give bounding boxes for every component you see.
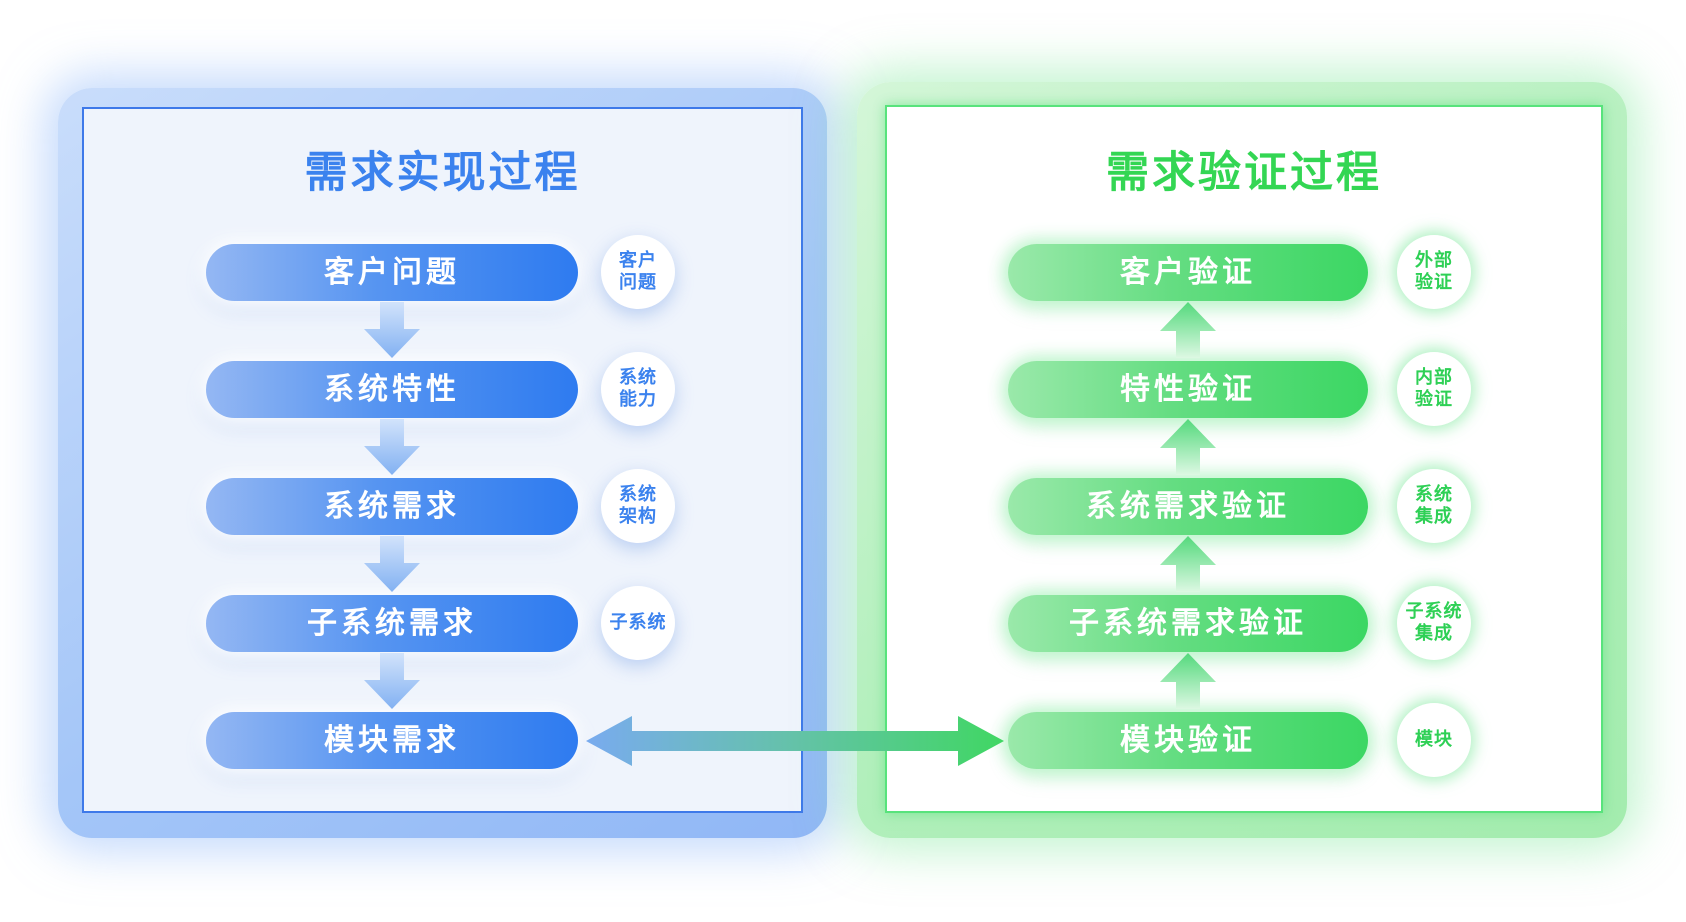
down-arrow-icon (364, 302, 420, 358)
step-pill-customer-verification: 客户验证 (1008, 244, 1368, 301)
badge-line: 问题 (619, 272, 657, 292)
down-arrow-icon (364, 419, 420, 475)
implementation-panel (82, 107, 803, 813)
up-arrow-icon (1160, 536, 1216, 592)
step-label: 客户问题 (324, 255, 460, 289)
badge-line: 模块 (1415, 729, 1453, 750)
artifact-badge-external-verification: 外部 验证 (1397, 235, 1471, 309)
step-label: 子系统需求验证 (1069, 606, 1307, 640)
step-pill-system-feature: 系统特性 (206, 361, 578, 418)
badge-line: 架构 (619, 506, 657, 526)
badge-line: 系统 (619, 484, 657, 505)
step-label: 模块验证 (1120, 723, 1256, 757)
step-label: 客户验证 (1120, 255, 1256, 289)
down-arrow-icon (364, 536, 420, 592)
artifact-badge-module: 模块 (1397, 703, 1471, 777)
step-pill-subsystem-requirement-verification: 子系统需求验证 (1008, 595, 1368, 652)
badge-line: 集成 (1415, 506, 1453, 526)
step-label: 系统需求 (324, 489, 460, 523)
badge-line: 集成 (1415, 623, 1453, 643)
badge-line: 客户 (619, 250, 657, 271)
step-pill-module-verification: 模块验证 (1008, 712, 1368, 769)
step-label: 模块需求 (324, 723, 460, 757)
verification-panel (885, 105, 1603, 813)
step-pill-system-requirement: 系统需求 (206, 478, 578, 535)
step-pill-feature-verification: 特性验证 (1008, 361, 1368, 418)
step-label: 特性验证 (1120, 372, 1256, 406)
artifact-badge-system-architecture: 系统 架构 (601, 469, 675, 543)
step-label: 子系统需求 (307, 606, 477, 640)
badge-line: 系统 (619, 367, 657, 388)
up-arrow-icon (1160, 419, 1216, 475)
up-arrow-icon (1160, 302, 1216, 358)
bidirectional-link-arrow-icon (586, 716, 1004, 766)
step-pill-module-requirement: 模块需求 (206, 712, 578, 769)
artifact-badge-subsystem-integration: 子系统 集成 (1397, 586, 1471, 660)
badge-line: 子系统 (609, 612, 667, 633)
step-label: 系统需求验证 (1086, 489, 1290, 523)
badge-line: 外部 (1415, 250, 1453, 271)
badge-line: 验证 (1415, 389, 1453, 409)
badge-line: 子系统 (1405, 601, 1463, 622)
step-pill-customer-problem: 客户问题 (206, 244, 578, 301)
artifact-badge-system-capability: 系统 能力 (601, 352, 675, 426)
badge-line: 能力 (619, 389, 657, 409)
artifact-badge-internal-verification: 内部 验证 (1397, 352, 1471, 426)
step-pill-subsystem-requirement: 子系统需求 (206, 595, 578, 652)
implementation-panel-title: 需求实现过程 (304, 149, 581, 197)
badge-line: 系统 (1415, 484, 1453, 505)
step-pill-system-requirement-verification: 系统需求验证 (1008, 478, 1368, 535)
artifact-badge-subsystem: 子系统 (601, 586, 675, 660)
badge-line: 内部 (1415, 367, 1453, 388)
up-arrow-icon (1160, 653, 1216, 709)
artifact-badge-system-integration: 系统 集成 (1397, 469, 1471, 543)
verification-panel-title: 需求验证过程 (1106, 149, 1382, 197)
artifact-badge-customer-problem: 客户 问题 (601, 235, 675, 309)
down-arrow-icon (364, 653, 420, 709)
badge-line: 验证 (1415, 272, 1453, 292)
step-label: 系统特性 (324, 372, 460, 406)
